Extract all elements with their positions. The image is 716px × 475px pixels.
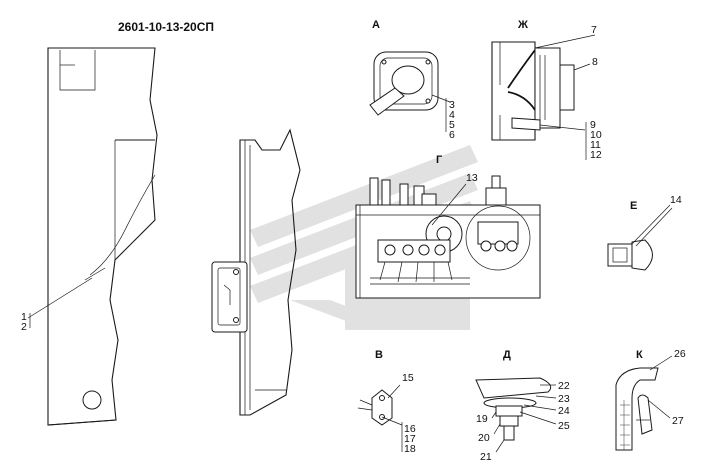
view-v: В 15 16 17 18 — [357, 349, 416, 455]
callout-25: 25 — [558, 420, 570, 432]
callout-10: 10 — [590, 129, 602, 141]
view-e: Е 14 — [607, 194, 682, 271]
callout-20: 20 — [478, 432, 490, 444]
callout-3: 3 — [449, 99, 455, 111]
callout-13: 13 — [466, 172, 478, 184]
left-panel-drawing: 1 2 — [21, 47, 158, 426]
view-label-a: А — [372, 19, 380, 31]
callout-5: 5 — [449, 119, 455, 131]
callout-18: 18 — [404, 443, 416, 455]
callout-12: 12 — [590, 149, 602, 161]
callout-4: 4 — [449, 109, 455, 121]
view-label-v: В — [375, 349, 383, 361]
callout-11: 11 — [590, 139, 601, 151]
view-k: К 26 27 — [615, 348, 686, 451]
view-d: Д 22 23 24 25 19 20 21 — [475, 349, 570, 463]
drawing-title: 2601-10-13-20СП — [118, 20, 214, 34]
callout-14: 14 — [670, 194, 682, 206]
view-label-k: К — [636, 349, 643, 361]
callout-6: 6 — [449, 129, 455, 141]
callout-15: 15 — [402, 372, 414, 384]
view-label-zh: Ж — [517, 19, 528, 31]
callout-8: 8 — [592, 56, 598, 68]
callout-23: 23 — [558, 393, 570, 405]
callout-24: 24 — [558, 405, 570, 417]
view-a: А 3 4 5 6 — [369, 19, 455, 141]
callout-27: 27 — [672, 415, 684, 427]
view-label-e: Е — [630, 200, 637, 212]
callout-16: 16 — [404, 423, 416, 435]
callout-9: 9 — [590, 119, 596, 131]
view-label-g: Г — [436, 154, 443, 166]
callout-22: 22 — [558, 380, 570, 392]
door-panel-drawing — [211, 128, 301, 416]
callout-2: 2 — [21, 321, 27, 333]
callout-26: 26 — [674, 348, 686, 360]
callout-17: 17 — [404, 433, 416, 445]
callout-1: 1 — [21, 311, 27, 323]
view-zh: Ж 7 8 9 10 11 12 — [491, 19, 602, 161]
callout-21: 21 — [480, 451, 492, 463]
callout-19: 19 — [476, 413, 488, 425]
view-g: Г 13 — [355, 154, 541, 299]
callout-7: 7 — [591, 24, 597, 36]
view-label-d: Д — [503, 349, 511, 361]
